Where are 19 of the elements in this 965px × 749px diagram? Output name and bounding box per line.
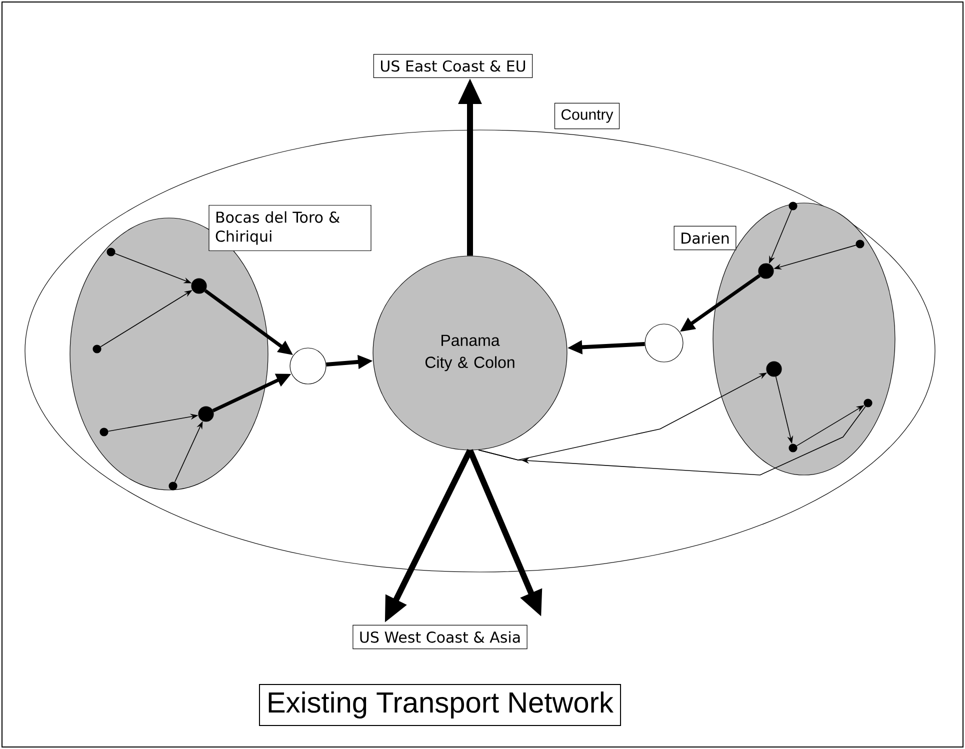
dot: [788, 202, 798, 210]
dot: [191, 278, 207, 294]
dot: [856, 240, 864, 248]
dot: [758, 263, 774, 279]
dot: [864, 398, 872, 408]
node-label: Bocas del Toro &: [216, 211, 340, 223]
dot: [92, 344, 102, 354]
dot: [788, 444, 798, 452]
dot: [766, 361, 782, 377]
node-label: Country: [562, 109, 614, 123]
dot: [198, 406, 214, 422]
dot: [100, 428, 108, 436]
destination-box: US West Coast & Asia: [352, 624, 528, 650]
dot: [106, 248, 116, 256]
destination-box: US East Coast & EU: [373, 54, 533, 78]
dot: [644, 324, 684, 362]
dot: [168, 482, 178, 490]
dot: [290, 348, 326, 384]
title-box: Existing Transport Network: [258, 684, 622, 726]
